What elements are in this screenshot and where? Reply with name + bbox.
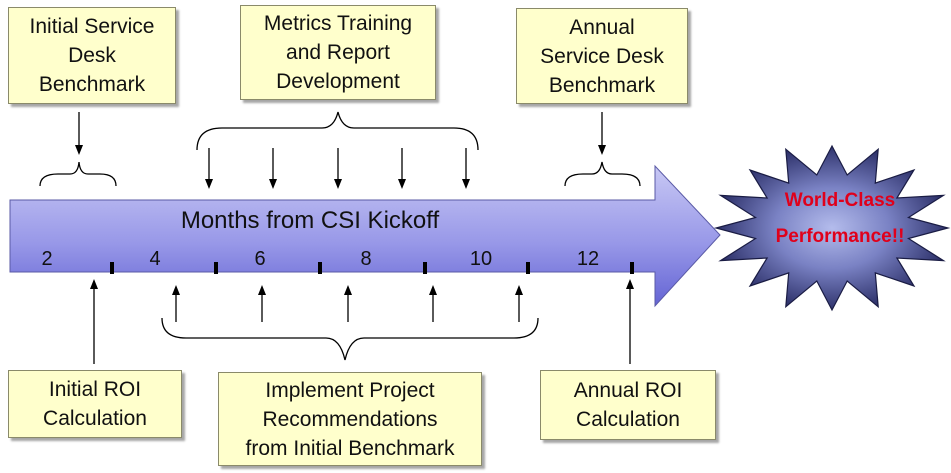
timeline-arrow (9, 164, 721, 308)
goal-text-line1: World-Class (785, 190, 896, 211)
month-label: 6 (254, 248, 265, 270)
initial-benchmark-brace (39, 161, 117, 187)
annual-benchmark-box: Annual Service Desk Benchmark (516, 8, 688, 104)
annual-roi-box: Annual ROI Calculation (540, 370, 716, 440)
month-label: 8 (360, 248, 371, 270)
metrics-training-brace (196, 111, 479, 151)
world-class-starburst: World-Class Performance!! (713, 144, 951, 312)
initial-roi-box: Initial ROI Calculation (8, 370, 182, 438)
month-label: 4 (149, 248, 160, 270)
month-label: 2 (41, 248, 52, 270)
month-label: 10 (470, 248, 492, 270)
tick-marks (110, 262, 634, 274)
metrics-training-box: Metrics Training and Report Development (240, 5, 436, 100)
implement-project-box: Implement Project Recommendations from I… (218, 372, 482, 466)
starburst-shape (713, 144, 951, 312)
annual-benchmark-brace (564, 161, 641, 187)
implement-project-brace (161, 317, 539, 361)
timeline-title: Months from CSI Kickoff (181, 207, 440, 234)
month-labels: 2 4 6 8 10 12 (41, 248, 599, 270)
month-label: 12 (577, 248, 599, 270)
goal-text-line2: Performance!! (776, 226, 905, 247)
initial-benchmark-box: Initial Service Desk Benchmark (8, 7, 176, 104)
